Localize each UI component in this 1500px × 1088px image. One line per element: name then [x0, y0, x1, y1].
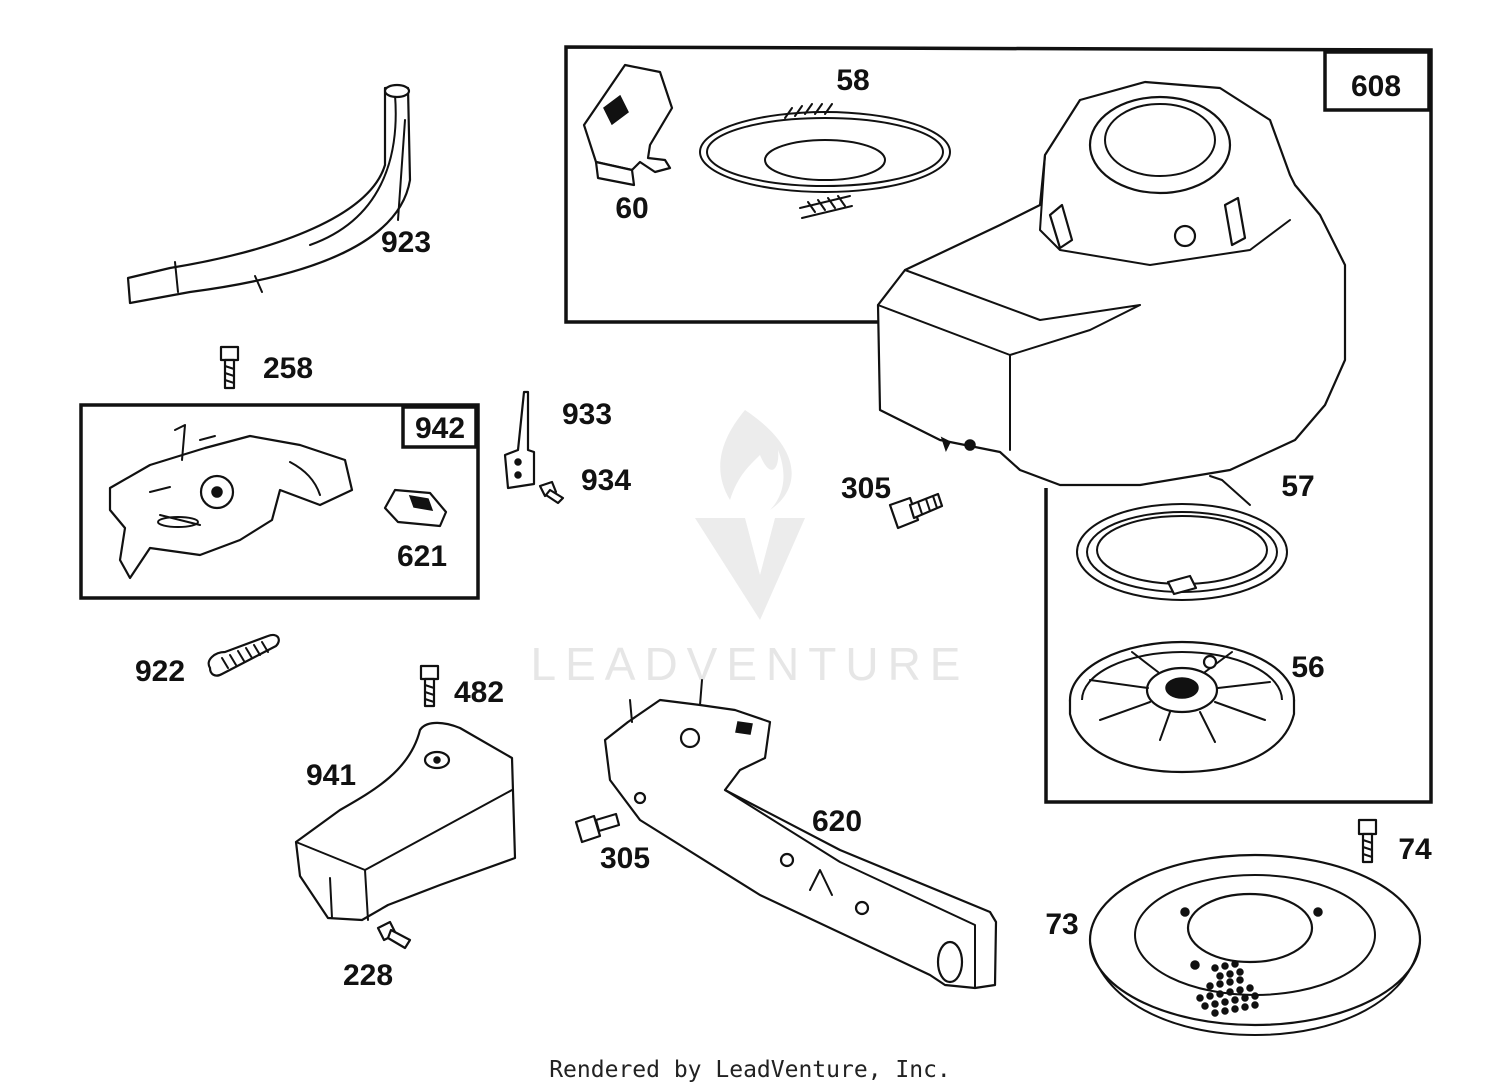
- label-305-lower: 305: [600, 842, 650, 875]
- part-60-starter-handle: [582, 63, 674, 187]
- part-258-screw: [219, 345, 240, 390]
- part-482-screw: [419, 664, 440, 708]
- label-57: 57: [1281, 470, 1314, 503]
- watermark-text: LEADVENTURE: [531, 638, 970, 690]
- label-482: 482: [454, 676, 504, 709]
- label-933: 933: [562, 398, 612, 431]
- footer-credit: Rendered by LeadVenture, Inc.: [549, 1057, 951, 1083]
- part-56-starter-pulley: [1068, 640, 1296, 774]
- part-57-recoil-spring: [1076, 475, 1288, 601]
- watermark-logo-icon: [695, 410, 805, 620]
- box-608-frame: [564, 45, 1433, 804]
- label-941: 941: [306, 759, 356, 792]
- part-74-screw: [1357, 818, 1378, 864]
- label-60: 60: [615, 192, 648, 225]
- part-922-spring: [207, 633, 280, 677]
- label-620: 620: [812, 805, 862, 838]
- part-933-link: [503, 390, 536, 490]
- screen-mesh: [1196, 960, 1259, 1017]
- part-941-cover: [294, 721, 517, 922]
- part-942-governor-bracket: [108, 424, 354, 580]
- part-934-screw: [538, 480, 565, 505]
- part-305-screw-lower: [574, 812, 621, 844]
- label-228: 228: [343, 959, 393, 992]
- label-934: 934: [581, 464, 631, 497]
- box-942-label: 942: [415, 412, 465, 445]
- label-923: 923: [381, 226, 431, 259]
- part-228-screw: [376, 920, 412, 950]
- part-73-rotating-screen: [1088, 853, 1422, 1036]
- part-58-starter-rope: [699, 103, 951, 219]
- label-73: 73: [1045, 908, 1078, 941]
- part-620-control-bracket: [603, 679, 998, 990]
- label-305-upper: 305: [841, 472, 891, 505]
- part-923-baffle: [126, 83, 412, 305]
- box-608-label: 608: [1351, 70, 1401, 103]
- part-621-clip: [383, 488, 448, 528]
- label-56: 56: [1291, 651, 1324, 684]
- label-74: 74: [1398, 833, 1432, 866]
- part-blower-housing: [876, 80, 1347, 487]
- part-305-screw-upper: [888, 492, 944, 530]
- label-621: 621: [397, 540, 447, 573]
- label-58: 58: [836, 64, 869, 97]
- box-942-frame: [79, 403, 480, 600]
- label-922: 922: [135, 655, 185, 688]
- label-258: 258: [263, 352, 313, 385]
